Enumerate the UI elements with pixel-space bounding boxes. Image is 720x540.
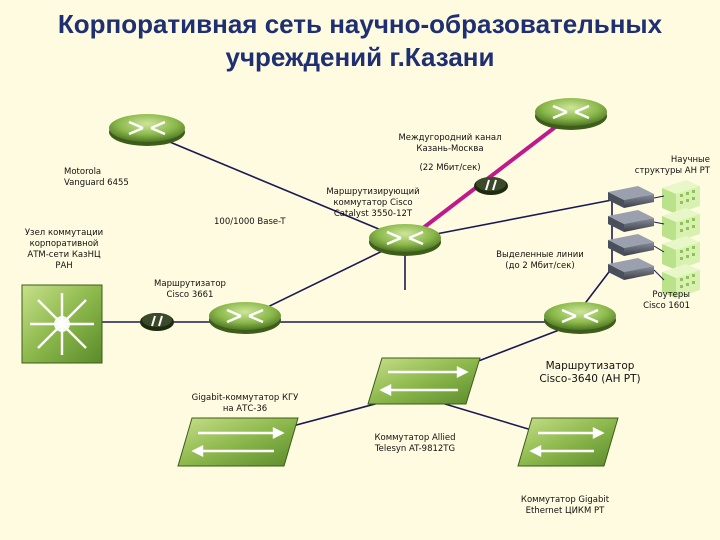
label-bandwidth: (22 Мбит/сек): [419, 163, 481, 173]
label-atm-node: Узел коммутации корпоративной АТМ-сети К…: [24, 228, 104, 271]
modem-catalyst-icon: [474, 177, 508, 195]
label-cikm: Коммутатор Gigabit Ethernet ЦИКМ РТ: [520, 495, 610, 516]
link-intercity-channel: [408, 110, 577, 240]
modem-unit-icon: [608, 234, 654, 256]
router-1601-icon: [544, 302, 616, 334]
label-science-structures: Научные структуры АН РТ: [634, 155, 710, 176]
modem-stack: [608, 186, 654, 280]
link-catalyst-to-3661: [244, 239, 406, 319]
label-routers-1601: Роутеры Cisco 1601: [643, 290, 690, 311]
building-icon: [662, 208, 700, 242]
router-3661-icon: [209, 302, 281, 334]
router-top-right-icon: [535, 98, 607, 130]
building-icon: [662, 264, 700, 298]
label-gigabit-kgu: Gigabit-коммутатор КГУ на АТС-36: [191, 393, 299, 414]
label-catalyst: Маршрутизирующий коммутатор Cisco Cataly…: [326, 187, 420, 219]
modem-building-connectors: [653, 195, 665, 281]
label-allied: Коммутатор Allied Telesyn AT-9812TG: [374, 433, 456, 454]
modem-unit-icon: [608, 258, 654, 280]
buildings: [662, 180, 700, 298]
building-icon: [662, 236, 700, 270]
router-top-left-icon: [109, 114, 185, 146]
link-top-router-to-catalyst: [164, 139, 406, 241]
title-line-2: учреждений г.Казани: [225, 42, 495, 72]
switch-cikm-icon: [517, 417, 619, 467]
label-ethernet: 100/1000 Base-T: [214, 217, 286, 227]
label-motorola: Motorola Vanguard 6455: [64, 167, 129, 188]
modem-unit-icon: [608, 186, 654, 208]
label-router-3661: Маршрутизатор Cisco 3661: [154, 279, 226, 300]
label-long-channel: Междугородний канал Казань-Москва: [398, 133, 502, 154]
label-router-3640: Маршрутизатор Cisco-3640 (АН РТ): [539, 360, 641, 385]
label-leased-lines: Выделенные линии (до 2 Мбит/сек): [496, 250, 584, 271]
modem-3661-icon: [140, 313, 174, 331]
page-title: Корпоративная сеть научно-образовательны…: [0, 8, 720, 74]
title-line-1: Корпоративная сеть научно-образовательны…: [57, 9, 663, 39]
modem-unit-icon: [608, 210, 654, 232]
link-catalyst-to-modems: [404, 199, 613, 241]
atm-node-icon: [21, 284, 103, 364]
router-catalyst-icon: [369, 224, 441, 256]
building-icon: [662, 180, 700, 214]
switch-kgu-icon: [177, 417, 299, 467]
switch-3640-icon: [367, 357, 481, 405]
